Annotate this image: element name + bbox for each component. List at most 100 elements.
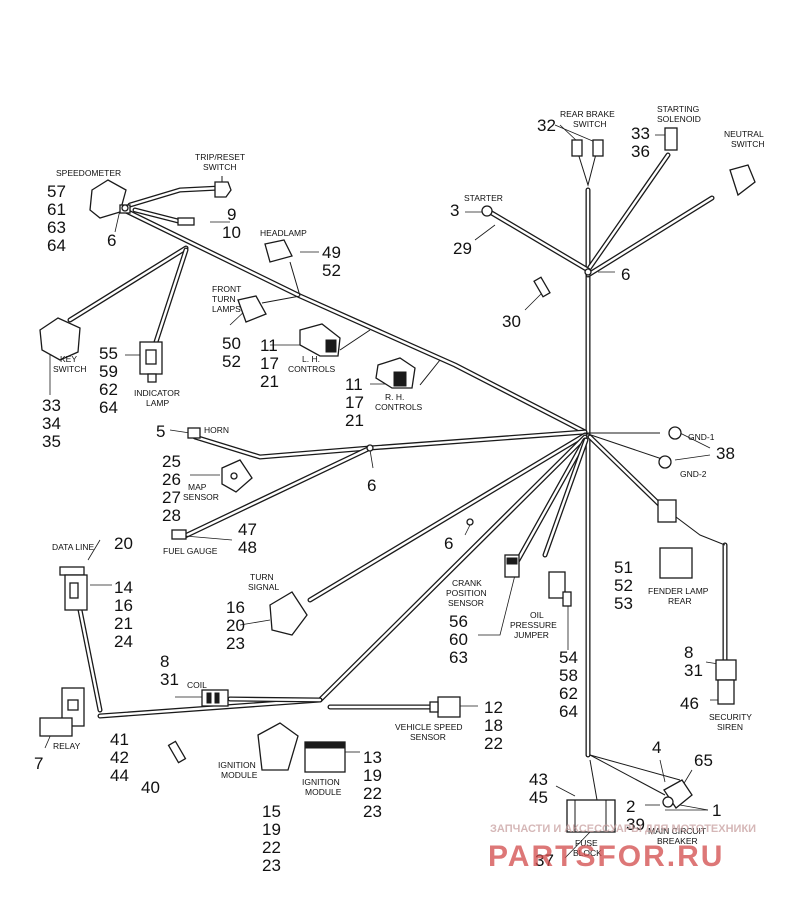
callout-34: 34 — [42, 414, 61, 433]
label-crank-2: POSITION — [446, 588, 487, 598]
callout-23-a: 23 — [262, 856, 281, 875]
callout-45: 45 — [529, 788, 548, 807]
harness-wires — [67, 152, 728, 758]
trip-reset-switch — [214, 176, 232, 198]
callout-18: 18 — [484, 716, 503, 735]
callout-12: 12 — [484, 698, 503, 717]
label-vss-1: VEHICLE SPEED — [395, 722, 463, 732]
callout-57: 57 — [47, 182, 66, 201]
label-horn: HORN — [204, 425, 229, 435]
callout-22-b: 22 — [363, 784, 382, 803]
label-rh-2: CONTROLS — [375, 402, 423, 412]
callout-8-coil: 8 — [160, 652, 169, 671]
callout-21-lh: 21 — [260, 372, 279, 391]
label-fuel-gauge: FUEL GAUGE — [163, 546, 218, 556]
headlamp-connector — [264, 239, 293, 263]
label-lh-1: L. H. — [302, 354, 320, 364]
callout-13: 13 — [363, 748, 382, 767]
callout-11-rh: 11 — [345, 375, 363, 394]
callout-14: 14 — [114, 578, 133, 597]
label-rear-brake-2: SWITCH — [573, 119, 607, 129]
ground-rings — [658, 426, 682, 469]
callout-1: 1 — [712, 801, 721, 820]
callout-21-data: 21 — [114, 614, 133, 633]
callout-23-ts: 23 — [226, 634, 245, 653]
callout-16-ts: 16 — [226, 598, 245, 617]
callout-31-siren: 31 — [684, 661, 703, 680]
callout-53: 53 — [614, 594, 633, 613]
callout-8-siren: 8 — [684, 643, 693, 662]
callout-6-speedo: 6 — [107, 231, 116, 250]
label-neutral-2: SWITCH — [731, 139, 765, 149]
label-ign-a-1: IGNITION — [218, 760, 256, 770]
label-rear-brake-1: REAR BRAKE — [560, 109, 615, 119]
callout-21-rh: 21 — [345, 411, 364, 430]
label-starter: STARTER — [464, 193, 503, 203]
callout-47: 47 — [238, 520, 257, 539]
label-fender-1: FENDER LAMP — [648, 586, 709, 596]
callout-52-fender: 52 — [614, 576, 633, 595]
callout-30: 30 — [502, 312, 521, 331]
leader-lines — [44, 124, 726, 859]
ignition-module-b — [304, 741, 346, 773]
callout-11-lh: 11 — [260, 336, 278, 355]
map-sensor-connector — [221, 459, 253, 493]
trip-connector — [177, 217, 195, 226]
harness-clips — [121, 204, 592, 526]
label-turn-signal-2: SIGNAL — [248, 582, 279, 592]
callout-63: 63 — [47, 218, 66, 237]
label-rh-1: R. H. — [385, 392, 404, 402]
label-trip-reset-2: SWITCH — [203, 162, 237, 172]
callout-10: 10 — [222, 223, 241, 242]
coil-connector — [201, 689, 229, 707]
callout-17-lh: 17 — [260, 354, 279, 373]
label-neutral-1: NEUTRAL — [724, 129, 764, 139]
label-indicator-1: INDICATOR — [134, 388, 180, 398]
callout-17-rh: 17 — [345, 393, 364, 412]
part-40-sleeve — [167, 740, 187, 764]
horn-connector — [187, 427, 201, 439]
label-front-turn-1: FRONT — [212, 284, 241, 294]
lh-controls-connector — [299, 323, 341, 357]
callout-16-data: 16 — [114, 596, 133, 615]
label-key-1: KEY — [60, 354, 77, 364]
callout-58: 58 — [559, 666, 578, 685]
callout-20-data: 20 — [114, 534, 133, 553]
label-fuse-1: FUSE — [575, 838, 598, 848]
label-mcb-2: BREAKER — [657, 836, 698, 846]
label-fuse-2: BLOCK — [573, 848, 602, 858]
callout-63-crank: 63 — [449, 648, 468, 667]
callout-44: 44 — [110, 766, 129, 785]
callout-22-vss: 22 — [484, 734, 503, 753]
front-turn-connector — [237, 295, 267, 323]
callout-9: 9 — [227, 205, 236, 224]
label-headlamp: HEADLAMP — [260, 228, 307, 238]
callout-6-mid: 6 — [367, 476, 376, 495]
callout-29: 29 — [453, 239, 472, 258]
label-map-1: MAP — [188, 482, 207, 492]
callout-33-key: 33 — [42, 396, 61, 415]
callout-40: 40 — [141, 778, 160, 797]
callout-56: 56 — [449, 612, 468, 631]
callout-42: 42 — [110, 748, 129, 767]
key-switch-connector — [39, 317, 81, 361]
label-crank-1: CRANK — [452, 578, 482, 588]
callout-28: 28 — [162, 506, 181, 525]
callout-41: 41 — [110, 730, 129, 749]
label-map-2: SENSOR — [183, 492, 219, 502]
callout-50: 50 — [222, 334, 241, 353]
label-front-turn-3: LAMPS — [212, 304, 241, 314]
callout-49: 49 — [322, 243, 341, 262]
callout-38: 38 — [716, 444, 735, 463]
callout-26: 26 — [162, 470, 181, 489]
watermark-line1: ЗАПЧАСТИ И АКСЕССУАРЫ ДЛЯ МОТОТЕХНИКИ — [490, 823, 756, 835]
crank-sensor-connector — [504, 554, 520, 578]
callout-65: 65 — [694, 751, 713, 770]
callout-22-a: 22 — [262, 838, 281, 857]
label-key-2: SWITCH — [53, 364, 87, 374]
label-ign-b-2: MODULE — [305, 787, 342, 797]
label-crank-3: SENSOR — [448, 598, 484, 608]
label-relay: RELAY — [53, 741, 81, 751]
label-vss-2: SENSOR — [410, 732, 446, 742]
label-speedometer: SPEEDOMETER — [56, 168, 121, 178]
